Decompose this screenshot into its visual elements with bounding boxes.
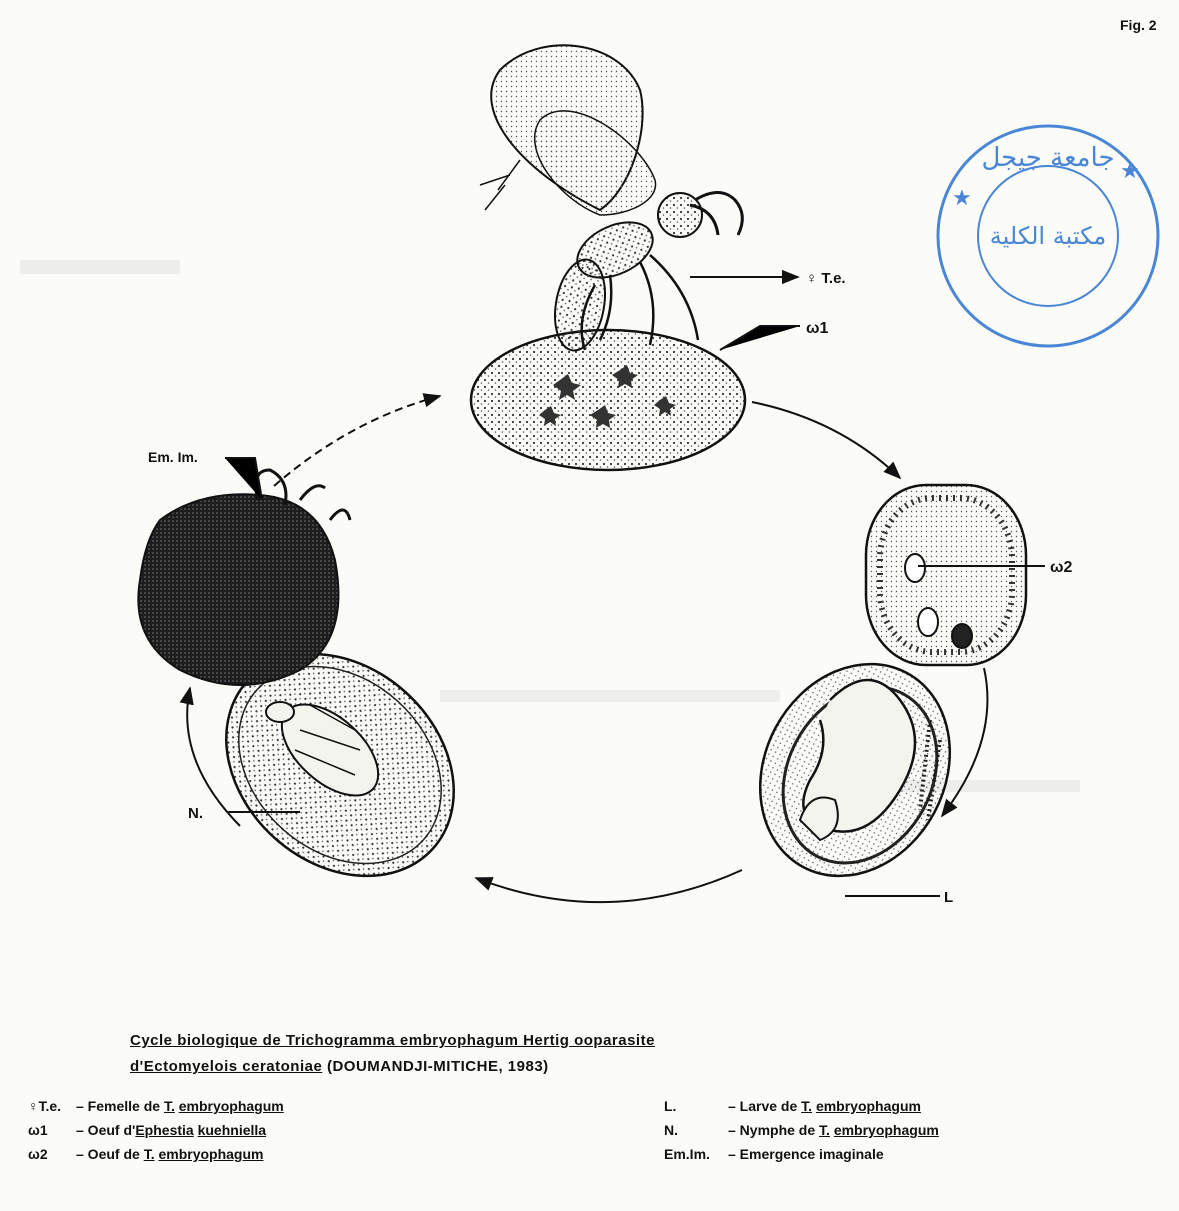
legend-item: ♀T.e.– Femelle de T. embryophagum (28, 1094, 284, 1118)
larva-egg-illustration (724, 631, 986, 910)
label-larva: L (944, 889, 953, 906)
stamp-star-left: ★ (952, 186, 972, 211)
caption-reference: (DOUMANDJI-MITICHE, 1983) (322, 1058, 548, 1075)
label-adult: ♀ T.e. (806, 270, 846, 287)
caption-line-1: Cycle biologique de Trichogramma embryop… (130, 1032, 655, 1049)
label-omega1: ω1 (806, 320, 829, 337)
legend-left: ♀T.e.– Femelle de T. embryophagum ω1– Oe… (28, 1094, 284, 1166)
figure-number: Fig. 2 (1120, 17, 1157, 33)
legend-item: L.– Larve de T. embryophagum (664, 1094, 939, 1118)
legend-item: Em.Im.– Emergence imaginale (664, 1142, 939, 1166)
stamp-outer-text: جامعة جيجل (981, 143, 1114, 173)
host-egg-omega1-illustration (471, 330, 745, 470)
legend-item: ω1– Oeuf d'Ephestia kuehniella (28, 1118, 284, 1142)
caption-line-2: d'Ectomyelois ceratoniae (DOUMANDJI-MITI… (130, 1058, 549, 1075)
leader-omega1 (720, 326, 800, 350)
legend-item: N.– Nymphe de T. embryophagum (664, 1118, 939, 1142)
legend-right: L.– Larve de T. embryophagum N.– Nymphe … (664, 1094, 939, 1166)
adult-trichogramma-illustration (480, 45, 742, 354)
stamp-inner-text: مكتبة الكلية (990, 222, 1106, 250)
label-nymph: N. (188, 805, 203, 822)
stamp-star-right: ★ (1120, 159, 1140, 184)
label-omega2: ω2 (1050, 559, 1073, 576)
emergence-egg-illustration (138, 470, 350, 685)
label-emergence: Em. Im. (148, 449, 198, 465)
caption-host: d'Ectomyelois ceratoniae (130, 1058, 322, 1075)
library-stamp: جامعة جيجل مكتبة الكلية ★ ★ (938, 126, 1158, 346)
caption-title: Cycle biologique de Trichogramma embryop… (130, 1032, 655, 1049)
arrow-larva-to-nymph (476, 870, 742, 902)
arrow-adult-to-egg2 (752, 402, 900, 478)
host-egg-omega2-illustration (866, 485, 1026, 665)
arrow-emergence-to-adult (274, 396, 440, 486)
legend-item: ω2– Oeuf de T. embryophagum (28, 1142, 284, 1166)
